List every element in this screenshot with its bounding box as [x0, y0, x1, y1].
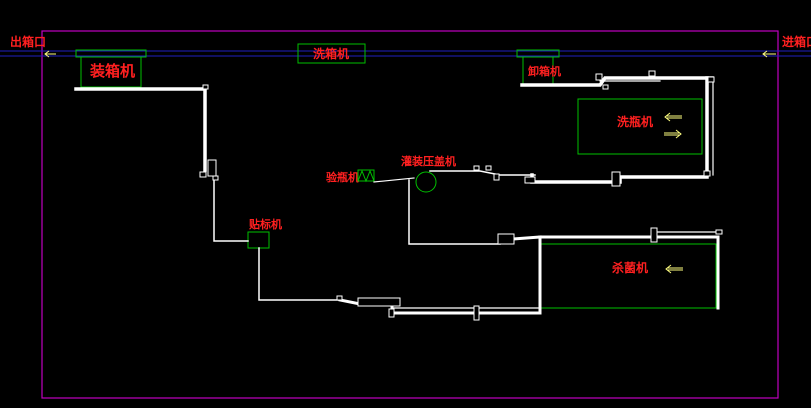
conveyor-packer	[74, 87, 207, 172]
arrow-left-icon	[665, 264, 683, 274]
crate-washer-box	[297, 43, 366, 64]
packer-label: 装箱机	[89, 62, 135, 80]
filler-capper-circle	[415, 171, 437, 193]
conveyor-labeler-out	[258, 247, 341, 301]
conveyor-junctions	[199, 70, 723, 321]
conveyor-filler-in	[429, 170, 536, 176]
bottle-washer-label: 洗瓶机	[617, 114, 653, 129]
conveyor-labeler-in	[211, 174, 249, 242]
zigzag-icon	[357, 169, 375, 183]
exit-label: 出箱口	[10, 34, 46, 49]
crate-washer-label: 洗箱机	[313, 46, 349, 61]
entry-label: 进箱口	[782, 34, 811, 49]
conveyor-filler-out	[408, 179, 501, 245]
conveyor-washer-out	[530, 76, 709, 184]
arrow-left-icon	[664, 112, 682, 122]
sterilizer-label: 杀菌机	[612, 260, 648, 275]
arrow-right-icon	[664, 129, 682, 139]
filler-capper-label: 灌装压盖机	[401, 154, 456, 168]
bottle-inspector-label: 验瓶机	[326, 170, 359, 184]
arrow-left-icon	[44, 50, 56, 58]
labeler-label: 贴标机	[248, 217, 282, 231]
packer-machine	[75, 49, 147, 88]
bottle-washer-box	[577, 98, 703, 155]
conveyor-sterilizer-in	[538, 235, 720, 310]
arrow-left-icon	[762, 50, 776, 58]
unpacker-label: 卸箱机	[528, 64, 561, 78]
plant-boundary	[41, 30, 779, 399]
conveyor-network	[74, 76, 720, 315]
crate-main-line	[0, 50, 811, 57]
sterilizer-box	[540, 243, 717, 309]
labeler-box	[247, 231, 270, 249]
